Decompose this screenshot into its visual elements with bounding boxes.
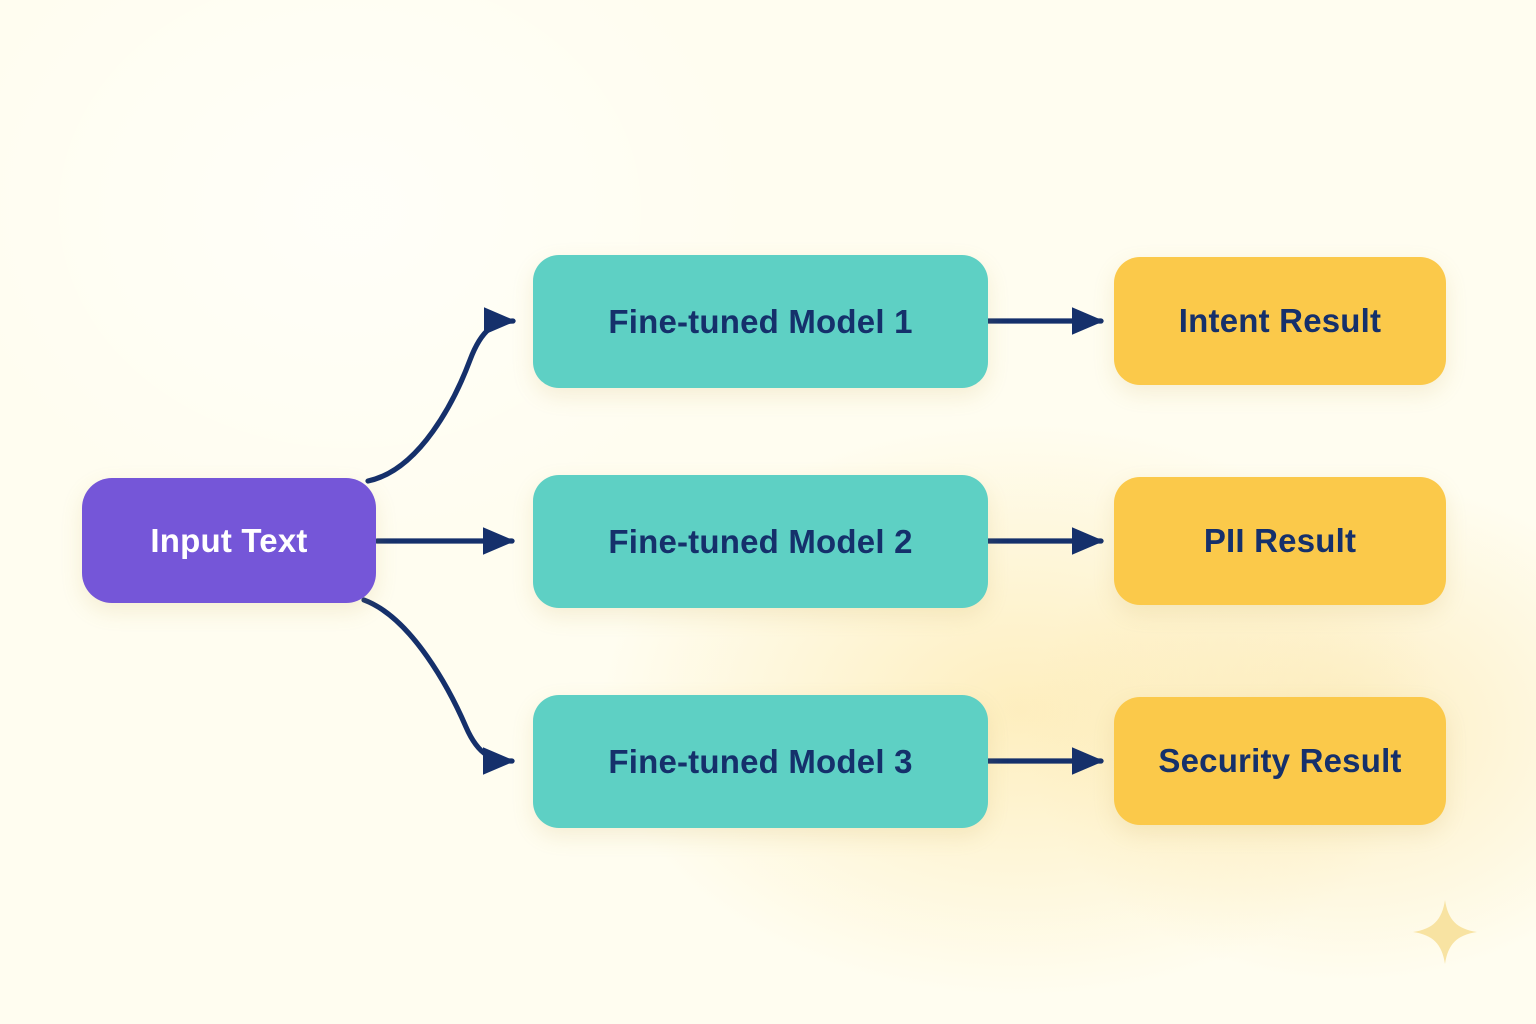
node-input-text[interactable]: Input Text bbox=[82, 478, 376, 603]
node-fine-tuned-model-3[interactable]: Fine-tuned Model 3 bbox=[533, 695, 988, 828]
node-fine-tuned-model-1[interactable]: Fine-tuned Model 1 bbox=[533, 255, 988, 388]
node-fine-tuned-model-2[interactable]: Fine-tuned Model 2 bbox=[533, 475, 988, 608]
edge-input-to-model-3 bbox=[361, 597, 516, 775]
node-pii-result-label: PII Result bbox=[1203, 522, 1357, 559]
node-input-text-label: Input Text bbox=[150, 521, 308, 559]
node-fine-tuned-model-2-label: Fine-tuned Model 2 bbox=[608, 522, 913, 560]
node-fine-tuned-model-1-label: Fine-tuned Model 1 bbox=[608, 302, 913, 340]
node-pii-result[interactable]: PII Result bbox=[1114, 477, 1446, 605]
edge-input-to-model-1 bbox=[365, 307, 517, 484]
node-security-result[interactable]: Security Result bbox=[1114, 697, 1446, 825]
node-intent-result[interactable]: Intent Result bbox=[1114, 257, 1446, 385]
node-security-result-label: Security Result bbox=[1158, 742, 1402, 779]
sparkle-icon bbox=[1413, 900, 1477, 964]
node-intent-result-label: Intent Result bbox=[1178, 302, 1382, 339]
node-fine-tuned-model-3-label: Fine-tuned Model 3 bbox=[608, 742, 913, 780]
